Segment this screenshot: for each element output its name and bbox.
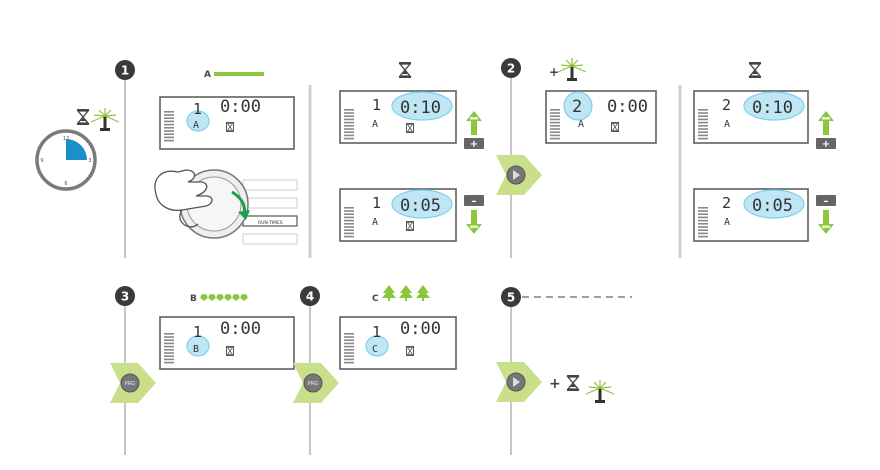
trees-icon [382,285,430,301]
run-time-display: 0:10 [400,98,441,118]
step-badge-4: 4 [300,286,320,306]
program-letter: A [193,120,199,131]
step-number: 3 [121,290,129,304]
program-letter: A [372,217,378,228]
lcd-screen-station-2-000: 2 0:00 A [545,90,657,144]
lcd-screen-station-2-010: 2 0:10 A [693,90,809,144]
dial-tick: 12 [63,136,69,142]
step-badge-2: 2 [501,58,521,78]
sprinkler-icon [90,107,120,132]
next-station-button[interactable] [495,361,543,403]
minus-button[interactable]: – [464,195,484,207]
run-time-display: 0:10 [752,98,793,118]
lcd-screen-program-c: 1 0:00 C [339,316,457,370]
step-badge-1: 1 [115,60,135,80]
lcd-screen-station-1-005: 1 0:05 A [339,188,457,242]
step-number: 1 [121,64,129,78]
dial-tick: 3 [88,158,91,164]
grass-icon [214,72,264,76]
blink-glow [391,91,453,121]
sprinkler-icon [585,379,615,404]
dial-tick: 9 [40,158,43,164]
minus-symbol: – [824,196,829,207]
hourglass-icon [398,61,412,79]
dial-clock-icon: 12 3 6 9 [35,129,97,191]
blink-glow [186,110,210,132]
shrubs-icon [200,294,248,301]
minus-symbol: – [472,196,477,207]
station-number: 2 [572,97,582,117]
increase-arrow-icon [466,111,482,135]
program-letter: A [578,119,584,130]
step-number: 5 [507,291,515,305]
run-time-display: 0:00 [607,97,648,117]
station-number: 1 [193,100,202,118]
hourglass-icon [748,61,762,79]
station-number: 1 [372,194,381,212]
decrease-arrow-icon [466,210,482,234]
run-time-display: 0:00 [220,97,261,117]
lcd-screen-station-1-010: 1 0:10 A [339,90,457,144]
blink-glow [563,91,593,121]
station-number: 2 [722,96,731,114]
step-number: 4 [306,290,314,304]
step-badge-5: 5 [501,287,521,307]
hand-turning-dial-illustration: RUN-TIMES [154,169,298,245]
increase-arrow-icon [818,111,834,135]
program-b-label: B [190,294,197,304]
station-number: 1 [372,96,381,114]
run-time-display: 0:05 [400,196,441,216]
run-time-display: 0:00 [400,319,441,339]
plus-button[interactable]: + [816,138,836,150]
lcd-screen-station-2-005: 2 0:05 A [693,188,809,242]
plus-symbol: + [549,65,559,79]
prg-button[interactable]: PRG [109,362,157,404]
plus-button[interactable]: + [464,138,484,150]
step-badge-3: 3 [115,286,135,306]
sprinkler-icon [557,57,587,82]
run-time-display: 0:00 [220,319,261,339]
lcd-screen-program-b: 1 0:00 B [159,316,295,370]
program-a-label: A [204,70,211,80]
prg-label: PRG [308,381,318,387]
lcd-screen-station-1-a: 1 0:00 A [159,96,295,150]
decrease-arrow-icon [818,210,834,234]
run-times-label: RUN-TIMES [258,220,283,226]
station-number: 1 [372,323,381,341]
blink-glow [186,335,210,357]
blink-glow [391,189,453,219]
program-letter: A [724,217,730,228]
program-letter: A [724,119,730,130]
minus-button[interactable]: – [816,195,836,207]
blink-glow [365,335,389,357]
program-c-label: C [372,294,379,304]
blink-glow [743,91,805,121]
hourglass-icon [76,108,90,126]
station-number: 1 [193,323,202,341]
prg-button[interactable]: PRG [292,362,340,404]
next-station-button[interactable] [495,154,543,196]
blink-glow [743,189,805,219]
step-number: 2 [507,62,515,76]
plus-symbol: + [470,139,478,150]
station-number: 2 [722,194,731,212]
program-letter: C [372,344,378,355]
program-letter: A [372,119,378,130]
plus-symbol: + [549,376,561,392]
plus-symbol: + [822,139,830,150]
dial-tick: 6 [64,181,67,187]
program-letter: B [193,344,199,355]
run-time-display: 0:05 [752,196,793,216]
hourglass-icon [566,374,580,392]
prg-label: PRG [125,381,135,387]
